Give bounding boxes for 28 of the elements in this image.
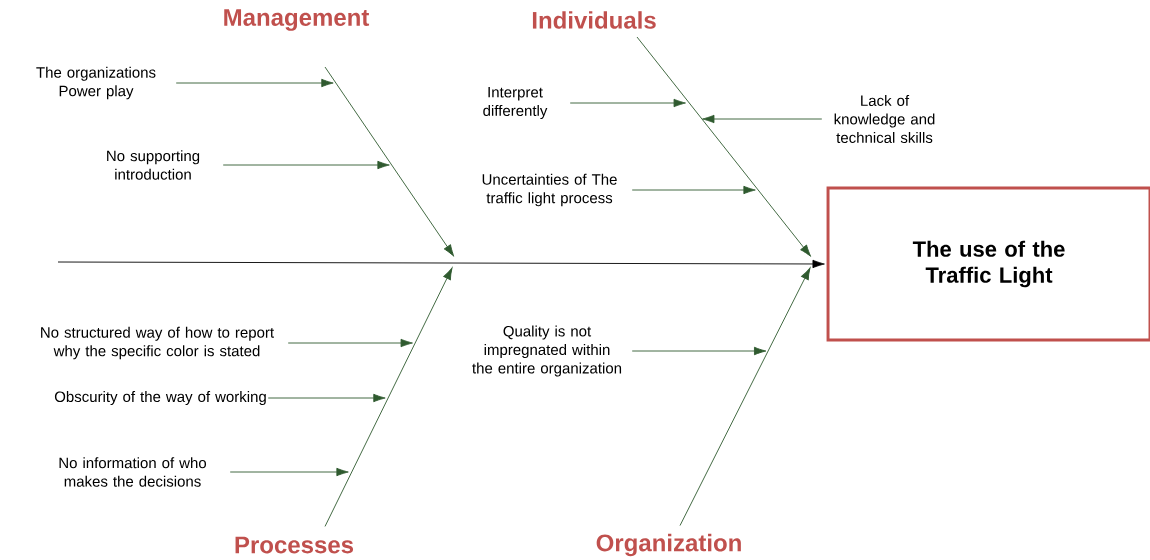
category-label: Processes bbox=[235, 536, 354, 554]
bone-arrow bbox=[679, 267, 811, 527]
spine-arrow bbox=[57, 259, 825, 269]
cause-arrow bbox=[631, 185, 756, 195]
cause-label: The organizations Power play bbox=[36, 66, 156, 100]
cause-arrow bbox=[287, 338, 413, 348]
cause-arrow bbox=[222, 160, 390, 170]
cause-label: Interpret differently bbox=[483, 87, 548, 119]
category-label: Management bbox=[224, 9, 370, 31]
bone-arrow bbox=[324, 66, 455, 257]
cause-arrow bbox=[175, 78, 334, 88]
bone-arrow bbox=[324, 267, 453, 527]
cause-arrow bbox=[631, 346, 767, 356]
cause-arrow bbox=[702, 114, 823, 124]
bone-arrow bbox=[636, 36, 812, 257]
cause-label: No supporting introduction bbox=[107, 150, 200, 180]
category-label: Individuals bbox=[532, 11, 656, 29]
cause-arrow bbox=[267, 393, 386, 403]
category-label: Organization bbox=[596, 533, 741, 557]
cause-arrow bbox=[569, 98, 686, 108]
cause-label: Obscurity of the way of working bbox=[54, 391, 266, 405]
cause-label: Quality is not impregnated within the entire organization bbox=[472, 325, 622, 377]
cause-label: Uncertainties of The traffic light process bbox=[482, 173, 617, 207]
cause-label: No structured way of how to report why the specific color is stated bbox=[41, 326, 274, 360]
cause-arrow bbox=[229, 467, 349, 477]
effect-box: The use of the Traffic Light bbox=[826, 186, 1150, 342]
cause-label: No information of who makes the decisions bbox=[59, 457, 207, 487]
cause-label: Lack of knowledge and technical skills bbox=[834, 95, 935, 143]
